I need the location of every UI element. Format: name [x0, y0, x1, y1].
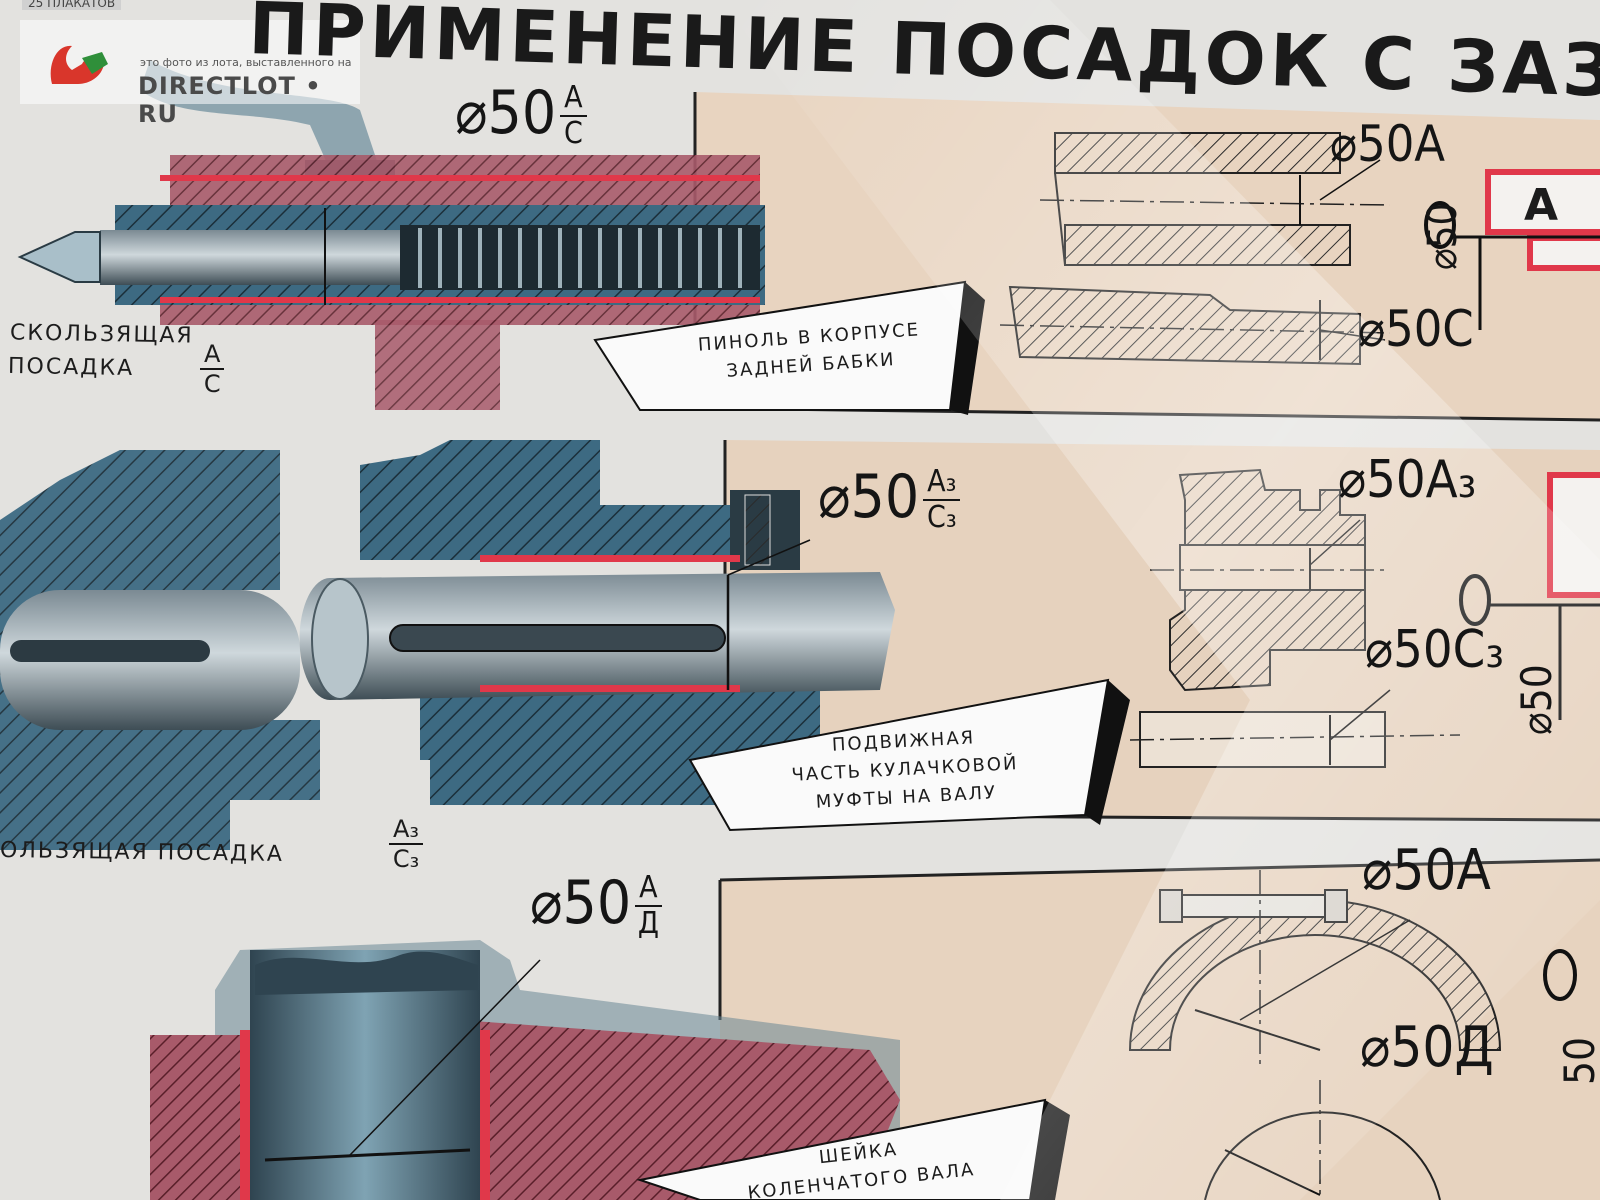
- section3-shaft-dimension: ⌀50Д: [1360, 1015, 1494, 1080]
- section2-side-dimension: ⌀50: [1512, 664, 1561, 735]
- watermark-caption: это фото из лота, выставленного на: [140, 56, 352, 69]
- section3-side-dimension: 50: [1555, 1036, 1600, 1085]
- section1-side-dimension: ⌀50: [1420, 202, 1466, 270]
- section2-shaft-dimension: ⌀50С₃: [1365, 620, 1505, 680]
- section1-badge: А: [1524, 180, 1559, 231]
- section1-hole-dimension: ⌀50А: [1330, 115, 1446, 173]
- section2-hole-dimension: ⌀50А₃: [1338, 450, 1477, 510]
- squirrel-logo-icon: [50, 45, 108, 84]
- section2-fit-label: ОЛЬЗЯЩАЯ ПОСАДКА: [0, 838, 285, 867]
- section2-callout: ПОДВИЖНАЯ ЧАСТЬ КУЛАЧКОВОЙ МУФТЫ НА ВАЛУ: [791, 727, 1019, 813]
- section1-shaft-dimension: ⌀50С: [1358, 300, 1474, 358]
- section3-hole-dimension: ⌀50А: [1362, 838, 1491, 903]
- section1-fit-label-line2: ПОСАДКА: [7, 353, 135, 382]
- corner-tag: 25 ПЛАКАТОВ: [22, 0, 122, 10]
- section1-fit-label-line1: СКОЛЬЗЯЩАЯ: [9, 320, 194, 349]
- watermark: это фото из лота, выставленного на DIREC…: [20, 20, 360, 128]
- watermark-site: DIRECTLOT • RU: [138, 72, 322, 128]
